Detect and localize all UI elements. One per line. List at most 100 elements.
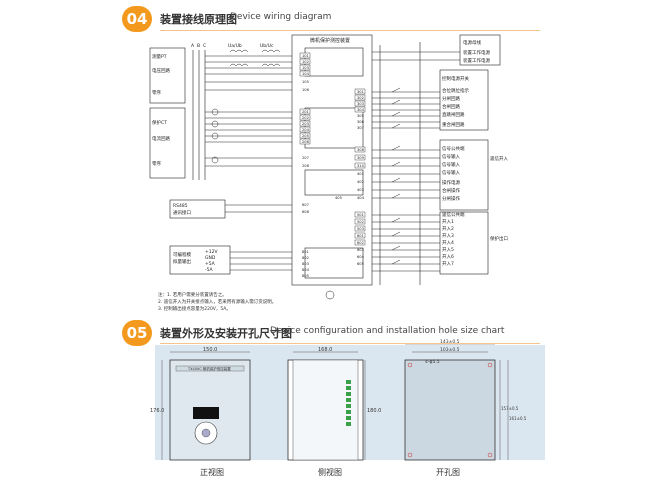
term-604: 604 — [357, 255, 365, 259]
cutout-hole-dim: 4-φ5.5 — [425, 359, 440, 365]
right-group-2: 遥信开入 — [490, 155, 508, 162]
right-item-7: 信号公共端 — [442, 145, 465, 152]
wiring-notes: 注：1. 若用户需要分装置请告之。 2. 遥信开入为开关接点输入，若采用有源输入… — [158, 292, 276, 313]
front-view-label: 正视图 — [200, 468, 224, 477]
section-title-en: Device configuration and installation ho… — [270, 326, 505, 336]
section-05-rule — [160, 343, 540, 344]
power-value-4: -5A — [205, 267, 213, 273]
right-item-8: 信号输入 — [442, 153, 460, 160]
term-306: 306 — [357, 120, 365, 124]
term-106: 106 — [302, 88, 310, 92]
left-group-1: 测量PT — [152, 53, 167, 60]
left-group-6: 零序 — [152, 160, 161, 167]
section-title-cn: 装置接线原理图 — [160, 13, 237, 26]
right-top-item-2: 装置工作电源 — [463, 57, 490, 64]
section-04-rule — [160, 30, 540, 31]
term-801: 801 — [302, 250, 309, 254]
section-title-cn: 装置外形及安装开孔尺寸图 — [160, 327, 292, 340]
device-box-title: 微机保护测控装置 — [310, 37, 350, 44]
term-502: 502 — [357, 220, 364, 224]
section-05-header: 05 装置外形及安装开孔尺寸图 Device configuration and… — [0, 320, 650, 346]
comm-label: 通讯接口 — [173, 209, 191, 216]
power-block-label-2: 拟量输出 — [173, 258, 191, 265]
term-403: 403 — [357, 188, 364, 192]
term-202: 202 — [302, 116, 309, 120]
note-line-1: 注：1. 若用户需要分装置请告之。 — [158, 293, 227, 298]
term-803: 803 — [302, 262, 309, 266]
section-number-badge: 04 — [122, 6, 152, 32]
side-view-width-dim: 168.0 — [318, 347, 332, 353]
rs485-label: RS485 — [173, 203, 188, 209]
section-number-badge: 05 — [122, 320, 152, 346]
right-top-item-1: 装置工作电源 — [463, 49, 490, 56]
term-208: 208 — [302, 164, 310, 168]
term-401: 401 — [357, 172, 364, 176]
cutout-view-outline — [404, 359, 496, 461]
device-main-box — [291, 34, 373, 286]
right-item-11: 操作电源 — [442, 179, 460, 186]
right-item-16: 开入2 — [442, 226, 454, 232]
term-201: 201 — [302, 110, 309, 114]
right-item-3: 分闸回路 — [442, 95, 460, 102]
term-204: 204 — [302, 128, 310, 132]
mechanical-drawings: 150.0 176.0 TX400C 微机保护测控装置 168.0 180.0 … — [150, 339, 545, 461]
cutout-view-label: 开孔图 — [436, 468, 460, 477]
term-601: 601 — [357, 234, 364, 238]
term-301: 301 — [357, 90, 364, 94]
left-group-4: 保护CT — [152, 119, 167, 126]
term-203: 203 — [302, 122, 309, 126]
term-804: 804 — [302, 268, 310, 272]
term-103: 103 — [302, 66, 309, 70]
term-405: 405 — [335, 196, 342, 200]
term-105: 105 — [302, 80, 309, 84]
front-view-brand: TX400C 微机保护测控装置 — [187, 366, 231, 371]
phase-label-a: A — [191, 43, 195, 49]
voltage-label-1: Ua/Ub — [228, 43, 242, 49]
term-603: 603 — [357, 248, 364, 252]
term-503: 503 — [357, 227, 364, 231]
cutout-inner-dim: 103±0.5 — [440, 347, 460, 353]
power-value-1: +12V — [205, 249, 218, 255]
term-608: 608 — [302, 210, 310, 214]
right-item-13: 分闸操作 — [442, 195, 460, 202]
term-402: 402 — [357, 180, 364, 184]
right-item-21: 开入7 — [442, 261, 454, 267]
right-item-18: 开入4 — [442, 240, 454, 246]
right-group-3: 保护出口 — [490, 235, 508, 242]
term-602: 602 — [357, 241, 364, 245]
right-item-2: 合位跳位指示 — [442, 87, 469, 94]
term-303: 303 — [357, 102, 364, 106]
right-item-14: 遥信公共端 — [442, 211, 465, 218]
right-item-17: 开入3 — [442, 233, 454, 239]
term-305: 305 — [357, 114, 364, 118]
left-group-3: 零序 — [152, 89, 161, 96]
phase-label-c: C — [203, 43, 206, 49]
term-310: 310 — [357, 164, 365, 168]
cutout-outer-dim: 143±0.5 — [440, 339, 460, 345]
term-605: 605 — [357, 262, 364, 266]
voltage-label-2: Ub/Uc — [260, 43, 274, 49]
note-line-3: 3. 控制输出接点容量为220V，5A。 — [158, 307, 231, 312]
right-item-12: 合闸操作 — [442, 187, 460, 194]
front-view-width-dim: 150.0 — [203, 347, 217, 353]
right-item-9: 信号输入 — [442, 161, 460, 168]
cutout-height-dim-b: 161±0.5 — [509, 416, 527, 421]
side-view-label: 侧视图 — [318, 468, 342, 477]
term-304: 304 — [357, 108, 365, 112]
power-block-label-1: 可编程模 — [173, 251, 191, 258]
right-item-5: 直跳闸回路 — [442, 111, 465, 118]
cutout-height-dim-a: 157±0.5 — [501, 406, 519, 411]
term-309: 309 — [357, 156, 365, 160]
term-404: 404 — [357, 196, 365, 200]
front-view-height-dim: 176.0 — [150, 408, 164, 414]
term-205: 205 — [302, 134, 309, 138]
term-501: 501 — [357, 213, 364, 217]
right-item-20: 开入6 — [442, 254, 454, 260]
right-item-6: 重合闸回路 — [442, 121, 465, 128]
section-04-header: 04 装置接线原理图 Device wiring diagram — [0, 6, 650, 32]
power-value-2: GND — [205, 255, 216, 261]
term-102: 102 — [302, 60, 309, 64]
phase-label-b: B — [197, 43, 200, 49]
left-group-5: 电流回路 — [152, 135, 170, 142]
